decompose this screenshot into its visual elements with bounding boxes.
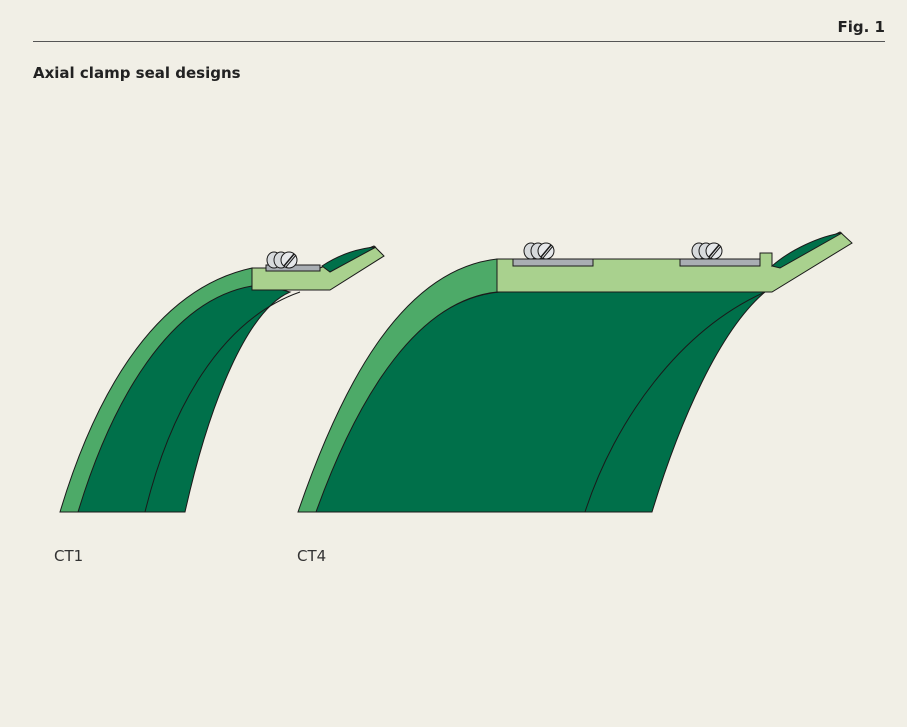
clamp-screw-icon [523,242,555,260]
seal-ct4-lip [770,232,843,269]
seal-ct4-body [311,291,767,513]
clamp-screw-icon [691,242,723,260]
caption-ct1: CT1 [54,547,84,565]
figure-title: Axial clamp seal designs [33,64,241,82]
seal-ct4 [297,231,853,513]
seal-ct1-lip [321,246,377,273]
seal-ct1 [59,245,385,513]
seal-ct4-clamp-plate-1 [512,258,594,267]
caption-ct4: CT4 [297,547,327,565]
figure-label: Fig. 1 [837,18,885,36]
seal-ct4-clamp-plate-2 [679,258,761,267]
clamp-screw-icon [266,251,298,269]
header-divider [33,41,885,42]
